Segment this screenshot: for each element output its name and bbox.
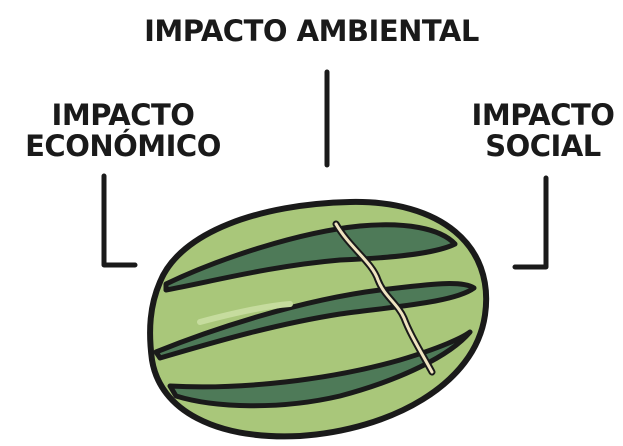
label-left-line-1: IMPACTO: [8, 100, 238, 131]
connector-left: [104, 176, 135, 265]
label-impacto-economico: IMPACTO ECONÓMICO: [8, 100, 238, 162]
label-right-line-1: IMPACTO: [458, 100, 623, 131]
label-right-line-2: SOCIAL: [458, 131, 623, 162]
melon-icon: [150, 202, 486, 436]
label-impacto-social: IMPACTO SOCIAL: [458, 100, 623, 162]
connector-right: [515, 178, 546, 267]
label-impacto-ambiental: IMPACTO AMBIENTAL: [0, 16, 623, 47]
label-left-line-2: ECONÓMICO: [8, 131, 238, 162]
label-top-line: IMPACTO AMBIENTAL: [0, 16, 623, 47]
